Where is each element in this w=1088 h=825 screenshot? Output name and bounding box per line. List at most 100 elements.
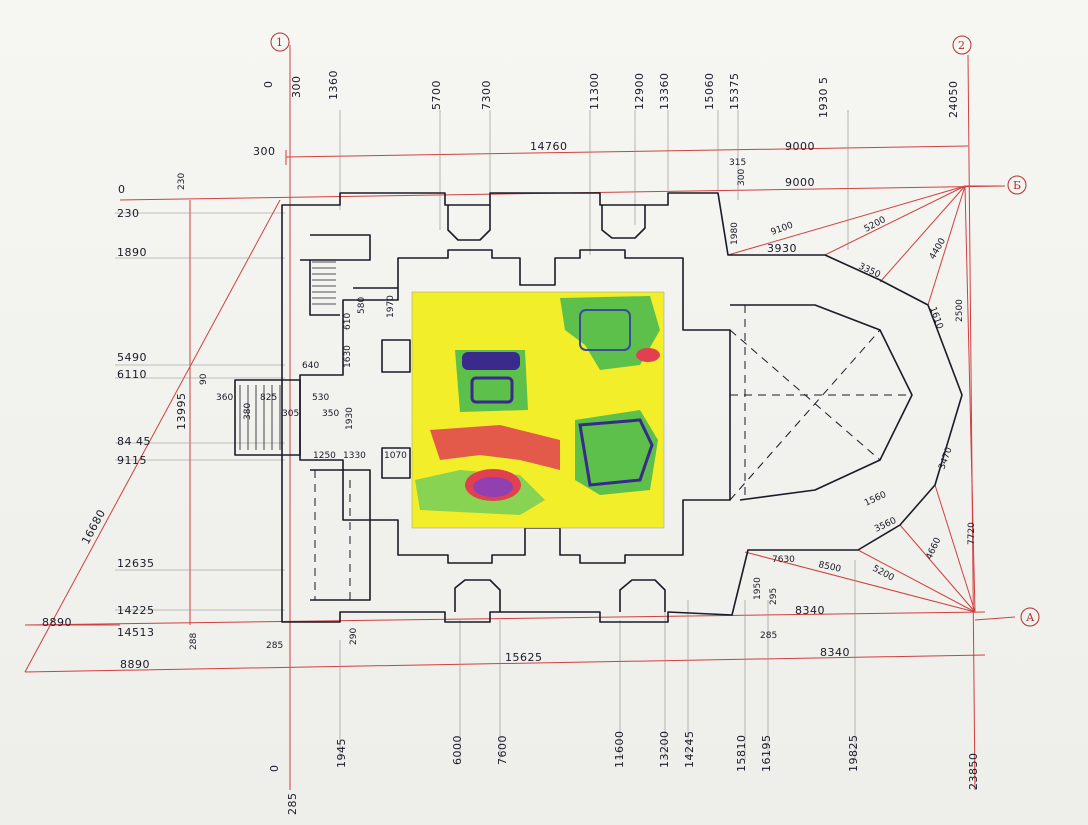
- dashed-lines: [314, 305, 912, 600]
- dim-top-0: 0: [262, 81, 275, 89]
- dim-3560: 3560: [873, 516, 898, 535]
- dim-bottom-15810: 15810: [735, 735, 748, 773]
- dim-305: 305: [282, 409, 299, 419]
- dim-left-9115: 9115: [117, 454, 147, 467]
- dim-7720: 7720: [967, 522, 977, 545]
- dim-4660: 4660: [925, 536, 944, 561]
- dim-bottom-16195: 16195: [760, 735, 773, 773]
- dim-3350: 3350: [857, 262, 882, 281]
- dim-9000a: 9000: [785, 140, 815, 153]
- dim-left-288: 288: [189, 633, 199, 650]
- dim-left-90: 90: [199, 373, 209, 385]
- dim-left-230: 230: [117, 207, 140, 220]
- heat-red-band: [430, 425, 560, 470]
- dim-315: 315: [729, 158, 746, 168]
- heat-core-1: [462, 352, 520, 370]
- dim-1980: 1980: [730, 222, 740, 245]
- dim-bottom-7600: 7600: [496, 735, 509, 765]
- dim-left-8890a: 8890: [42, 616, 72, 629]
- dim-350: 350: [322, 409, 339, 419]
- dim-8500: 8500: [817, 560, 842, 575]
- dim-1630: 1630: [343, 345, 353, 368]
- dim-5200a: 5200: [863, 215, 888, 235]
- building-walls: [234, 192, 963, 623]
- dim-top-13360: 13360: [658, 73, 671, 111]
- bottom-dimensions: 0 285 1945 6000 7600 11600 13200 14245 1…: [268, 731, 980, 816]
- dim-360: 360: [216, 393, 233, 403]
- axis-markers: 1 2 Б А: [270, 32, 1040, 627]
- top-dimensions: 0 300 1360 5700 7300 11300 12900 13360 1…: [262, 70, 960, 118]
- left-dimensions: 0 230 1890 5490 6110 84 45 9115 12635 14…: [42, 173, 209, 671]
- dim-9100: 9100: [770, 220, 795, 237]
- red-dimension-lines: [24, 45, 1016, 791]
- dim-top-12900: 12900: [633, 73, 646, 111]
- dim-1950: 1950: [753, 577, 763, 600]
- dim-1250: 1250: [313, 451, 336, 461]
- dim-380: 380: [243, 403, 253, 420]
- dim-left-1890: 1890: [117, 246, 147, 259]
- dim-5200b: 5200: [871, 564, 896, 584]
- stair-hatching: [239, 261, 336, 450]
- dim-left-12635: 12635: [117, 557, 155, 570]
- dim-1970: 1970: [386, 295, 396, 318]
- dim-15625: 15625: [505, 651, 543, 664]
- dim-top-15375: 15375: [728, 73, 741, 111]
- dim-285b: 285: [266, 641, 283, 651]
- dim-left-0: 0: [118, 183, 126, 196]
- dim-2500: 2500: [955, 299, 965, 322]
- dim-7630: 7630: [772, 555, 795, 565]
- axis-a-label: А: [1026, 611, 1035, 624]
- dim-left-14225: 14225: [117, 604, 155, 617]
- dim-300b: 300: [737, 169, 747, 186]
- dim-3470: 3470: [937, 446, 954, 471]
- dim-9000b: 9000: [785, 176, 815, 189]
- dim-610: 610: [343, 313, 353, 330]
- dim-bottom-285: 285: [286, 793, 299, 816]
- dim-left-14513: 14513: [117, 626, 155, 639]
- axis-2-label: 2: [958, 39, 965, 52]
- dim-1930: 1930: [345, 407, 355, 430]
- heat-red-small: [636, 348, 660, 362]
- heat-region-mid-right: [575, 410, 658, 495]
- dim-bottom-13200: 13200: [658, 731, 671, 769]
- dim-530: 530: [312, 393, 329, 403]
- dim-top-11300: 11300: [588, 73, 601, 111]
- heat-core-3: [578, 418, 654, 487]
- heat-core-4: [579, 309, 631, 351]
- dim-top-7300: 7300: [480, 80, 493, 110]
- dim-295: 295: [769, 588, 779, 605]
- dim-top-1360: 1360: [327, 70, 340, 100]
- dim-top-5700: 5700: [430, 80, 443, 110]
- dim-1560: 1560: [863, 490, 888, 509]
- dim-3930: 3930: [767, 242, 797, 255]
- dim-left-6110: 6110: [117, 368, 147, 381]
- axis-1-label: 1: [276, 36, 283, 49]
- dim-top-19305: 1930 5: [817, 77, 830, 119]
- dim-top-300: 300: [290, 76, 303, 99]
- heatmap-overlay: [411, 291, 665, 529]
- dim-8340a: 8340: [795, 604, 825, 617]
- dim-580: 580: [357, 297, 367, 314]
- heat-region-top-right: [560, 296, 660, 370]
- dim-bottom-6000: 6000: [451, 735, 464, 765]
- dim-bottom-1945: 1945: [335, 738, 348, 768]
- dim-bottom-23850: 23850: [967, 753, 980, 791]
- dim-640: 640: [302, 361, 319, 371]
- dim-1330: 1330: [343, 451, 366, 461]
- dim-1070: 1070: [384, 451, 407, 461]
- dim-left-5490: 5490: [117, 351, 147, 364]
- dim-bottom-14245: 14245: [683, 731, 696, 769]
- dim-825: 825: [260, 393, 277, 403]
- dim-left-13995: 13995: [175, 393, 188, 431]
- dim-top-15060: 15060: [703, 73, 716, 111]
- dim-14760: 14760: [530, 140, 568, 153]
- dim-290: 290: [349, 628, 359, 645]
- dim-bottom-19825: 19825: [847, 735, 860, 773]
- dim-left-230v: 230: [177, 173, 187, 190]
- dim-top-24050: 24050: [947, 81, 960, 119]
- heat-purple-spot: [473, 477, 513, 497]
- dim-1610: 1610: [927, 306, 944, 331]
- dim-8340b: 8340: [820, 646, 850, 659]
- axis-b-label: Б: [1013, 179, 1021, 192]
